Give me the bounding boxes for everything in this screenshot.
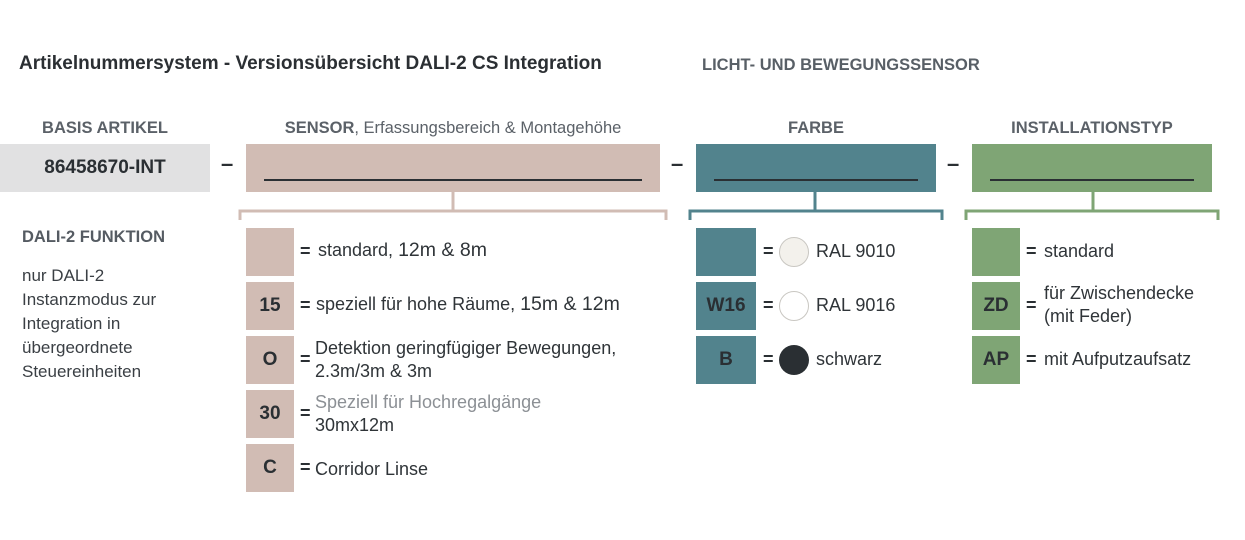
- sensor-option-c-code: C: [246, 444, 294, 492]
- sensor-header-bold: SENSOR: [284, 119, 355, 137]
- equals-sign: =: [300, 241, 311, 261]
- sensor-option-standard-code: [246, 228, 294, 276]
- equals-sign: =: [300, 403, 311, 423]
- equals-sign: =: [1026, 349, 1037, 369]
- equals-sign: =: [1026, 295, 1037, 315]
- equals-sign: =: [1026, 241, 1037, 261]
- equals-sign: =: [763, 349, 774, 369]
- farbe-option-b-label: schwarz: [816, 349, 883, 369]
- dali-function-title: DALI-2 FUNKTION: [22, 228, 165, 246]
- farbe-option-standard-code: [696, 228, 756, 276]
- basis-header: BASIS ARTIKEL: [0, 119, 210, 138]
- equals-sign: =: [300, 349, 311, 369]
- basis-header-label: BASIS ARTIKEL: [42, 119, 168, 137]
- sensor-option-o-desc: Detektion geringfügiger Bewegungen, 2.3m…: [315, 337, 616, 383]
- sensor-header: SENSOR, Erfassungsbereich & Montagehöhe: [246, 119, 660, 138]
- sensor-field-underline: [264, 179, 642, 181]
- installation-option-zd-desc: für Zwischendecke (mit Feder): [1044, 282, 1194, 328]
- farbe-option-b-code: B: [696, 336, 756, 384]
- dali-line: nur DALI-2: [22, 266, 105, 285]
- separator-dash-1: –: [221, 151, 234, 176]
- installation-option-standard-label: standard: [1044, 241, 1115, 261]
- installation-option-line: (mit Feder): [1044, 306, 1133, 326]
- installation-option-ap-code: AP: [972, 336, 1020, 384]
- sensor-option-30-desc: Speziell für Hochregalgänge 30mx12m: [315, 391, 541, 437]
- equals-sign: =: [300, 295, 311, 315]
- sensor-bracket: [238, 192, 668, 220]
- dali-line: Integration in: [22, 314, 121, 333]
- dali-line: übergeordnete: [22, 338, 133, 357]
- sensor-header-rest: , Erfassungsbereich & Montagehöhe: [354, 119, 622, 137]
- dali-function-description: nur DALI-2 Instanzmodus zur Integration …: [22, 264, 156, 384]
- installation-header: INSTALLATIONSTYP: [972, 119, 1212, 138]
- equals-sign: =: [300, 457, 311, 477]
- installation-header-label: INSTALLATIONSTYP: [1011, 119, 1173, 137]
- sensor-option-15-desc: speziell für hohe Räume, 15m & 12m: [316, 293, 620, 316]
- installation-option-standard-code: [972, 228, 1020, 276]
- installation-option-line: für Zwischendecke: [1044, 283, 1195, 303]
- sensor-option-o-code: O: [246, 336, 294, 384]
- sensor-option-c-desc: Corridor Linse: [315, 459, 429, 479]
- installation-field: [972, 144, 1212, 192]
- sensor-option-text: speziell für hohe Räume,: [316, 294, 516, 314]
- sensor-option-15-code: 15: [246, 282, 294, 330]
- sensor-option-line: 2.3m/3m & 3m: [315, 361, 433, 381]
- dali-line: Steuereinheiten: [22, 362, 142, 381]
- sensor-option-line: Speziell für Hochregalgänge: [315, 392, 542, 412]
- sensor-option-standard-desc: standard, 12m & 8m: [318, 239, 487, 262]
- farbe-header: FARBE: [696, 119, 936, 138]
- farbe-header-label: FARBE: [788, 119, 844, 137]
- color-swatch-ral-9010: [779, 237, 809, 267]
- separator-dash-2: –: [671, 151, 684, 176]
- installation-field-underline: [990, 179, 1194, 181]
- basis-article-number: 86458670-INT: [0, 144, 210, 192]
- sensor-option-line: 30mx12m: [315, 415, 395, 435]
- color-swatch-schwarz: [779, 345, 809, 375]
- separator-dash-3: –: [947, 151, 960, 176]
- color-swatch-ral-9016: [779, 291, 809, 321]
- installation-option-ap-label: mit Aufputzaufsatz: [1044, 349, 1192, 369]
- farbe-bracket: [688, 192, 944, 220]
- farbe-option-w16-code: W16: [696, 282, 756, 330]
- farbe-field-underline: [714, 179, 918, 181]
- sensor-option-range: 15m & 12m: [520, 293, 620, 315]
- installation-bracket: [964, 192, 1220, 220]
- page-title: Artikelnummersystem - Versionsübersicht …: [19, 53, 602, 74]
- page-subtitle: LICHT- UND BEWEGUNGSSENSOR: [702, 56, 980, 74]
- farbe-option-w16-label: RAL 9016: [816, 295, 896, 315]
- equals-sign: =: [763, 241, 774, 261]
- installation-option-zd-code: ZD: [972, 282, 1020, 330]
- equals-sign: =: [763, 295, 774, 315]
- sensor-field: [246, 144, 660, 192]
- sensor-option-30-code: 30: [246, 390, 294, 438]
- sensor-option-range: 12m & 8m: [398, 239, 487, 261]
- dali-line: Instanzmodus zur: [22, 290, 157, 309]
- sensor-option-text: standard,: [318, 240, 394, 260]
- farbe-field: [696, 144, 936, 192]
- sensor-option-line: Detektion geringfügiger Bewegungen,: [315, 338, 617, 358]
- farbe-option-standard-label: RAL 9010: [816, 241, 896, 261]
